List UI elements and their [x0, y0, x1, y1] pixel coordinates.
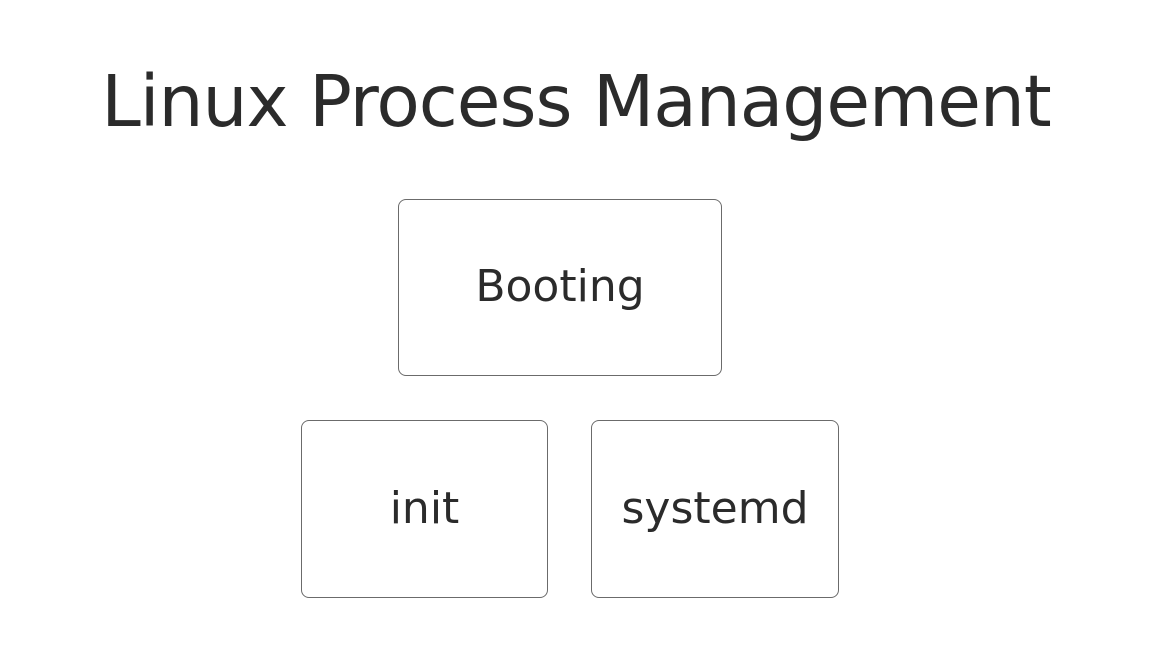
node-init-label: init: [389, 482, 460, 534]
node-init[interactable]: init: [301, 420, 548, 598]
node-booting[interactable]: Booting: [398, 199, 722, 376]
diagram-title: Linux Process Management: [101, 60, 1051, 143]
node-systemd[interactable]: systemd: [591, 420, 839, 598]
node-booting-label: Booting: [475, 261, 645, 313]
node-systemd-label: systemd: [621, 482, 809, 534]
